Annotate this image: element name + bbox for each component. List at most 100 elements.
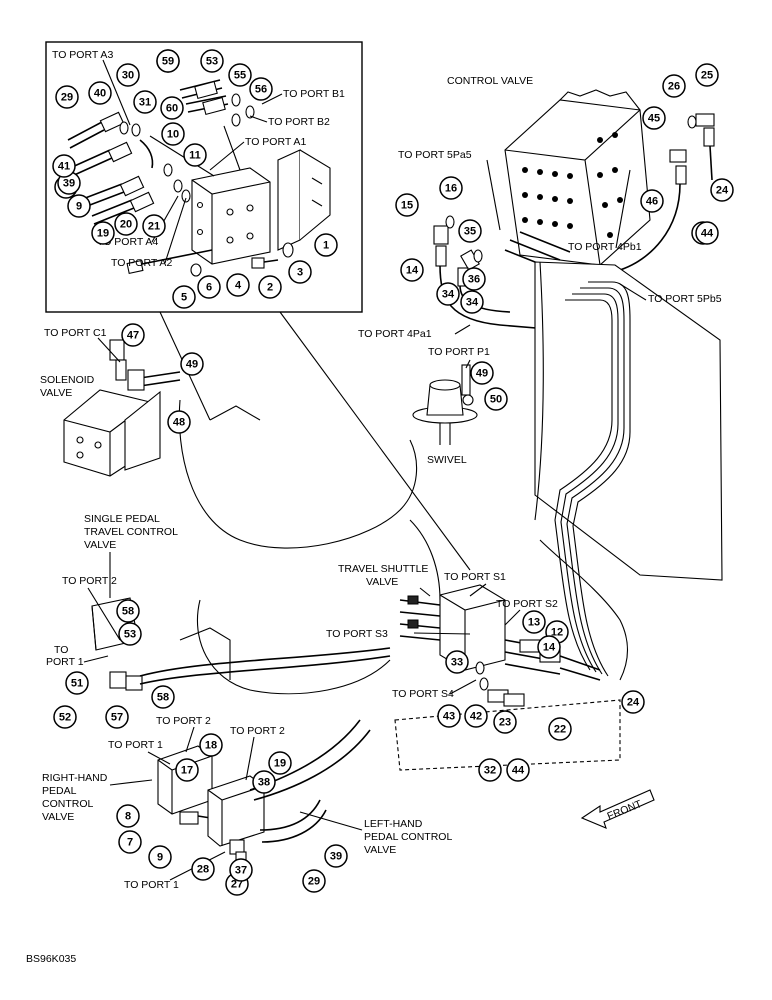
callout-number: 31 xyxy=(139,97,151,109)
label-to-port-b2: TO PORT B2 xyxy=(268,116,330,128)
drawing-id: BS96K035 xyxy=(26,953,76,965)
label-control-valve: CONTROL VALVE xyxy=(447,75,533,87)
label-right-hand-1: RIGHT-HAND xyxy=(42,772,108,784)
callout-number: 14 xyxy=(543,642,556,654)
callout-number: 8 xyxy=(125,811,131,823)
callout-number: 29 xyxy=(308,876,320,888)
callout-number: 60 xyxy=(166,103,178,115)
control-valve xyxy=(504,89,651,271)
callout-number: 52 xyxy=(59,712,71,724)
frame-plate xyxy=(534,261,723,581)
callout-number: 14 xyxy=(406,265,419,277)
callout-circle xyxy=(395,193,419,217)
callout-circle xyxy=(445,650,469,674)
front-arrow: FRONT xyxy=(580,789,655,829)
label-to-port-a1: TO PORT A1 xyxy=(245,136,306,148)
callout-number: 13 xyxy=(528,617,540,629)
callout-number: 20 xyxy=(120,219,132,231)
callout-circle xyxy=(324,844,348,868)
callout-circle xyxy=(199,733,223,757)
label-to-port-5pb5: TO PORT 5Pb5 xyxy=(648,293,722,305)
callout-circle xyxy=(484,387,508,411)
label-to-port-p1: TO PORT P1 xyxy=(428,346,490,358)
callout-circle xyxy=(400,258,424,282)
label-to-port-c1: TO PORT C1 xyxy=(44,327,107,339)
callout-number: 46 xyxy=(646,196,658,208)
callout-number: 4 xyxy=(235,280,242,292)
callout-circle xyxy=(116,804,140,828)
label-to-port-2-rh: TO PORT 2 xyxy=(156,715,211,727)
callout-circle xyxy=(167,410,191,434)
callout-number: 6 xyxy=(206,282,212,294)
callout-circle xyxy=(161,122,185,146)
callout-circle xyxy=(116,63,140,87)
callout-number: 29 xyxy=(61,92,73,104)
callout-number: 38 xyxy=(258,777,270,789)
callout-circle xyxy=(55,85,79,109)
callout-number: 39 xyxy=(330,851,342,863)
callout-circle xyxy=(151,685,175,709)
callout-number: 15 xyxy=(401,200,413,212)
callout-circle xyxy=(67,194,91,218)
callout-number: 33 xyxy=(451,657,463,669)
callout-number: 53 xyxy=(206,56,218,68)
callout-number: 34 xyxy=(466,297,479,309)
callout-circle xyxy=(458,219,482,243)
callout-number: 7 xyxy=(127,837,133,849)
callout-circle xyxy=(114,212,138,236)
callout-circle xyxy=(133,90,157,114)
callout-number: 56 xyxy=(255,84,267,96)
label-port-1-single: PORT 1 xyxy=(46,656,84,668)
callout-circle xyxy=(156,49,180,73)
callout-circle xyxy=(506,758,530,782)
callout-circle xyxy=(52,154,76,178)
label-to-port-a3: TO PORT A3 xyxy=(52,49,113,61)
label-to-port-4pb1: TO PORT 4Pb1 xyxy=(568,241,642,253)
label-left-hand-2: PEDAL CONTROL xyxy=(364,831,452,843)
left-hand-pedal-valve xyxy=(207,719,371,869)
callout-circle xyxy=(183,143,207,167)
label-single-pedal-2: TRAVEL CONTROL xyxy=(84,526,178,538)
callout-circle xyxy=(478,758,502,782)
callout-number: 21 xyxy=(148,221,160,233)
callout-number: 9 xyxy=(157,852,163,864)
callout-circle xyxy=(288,260,312,284)
callout-number: 42 xyxy=(470,711,482,723)
callout-circle xyxy=(252,770,276,794)
callout-number: 28 xyxy=(197,864,209,876)
callout-number: 41 xyxy=(58,161,70,173)
callout-circle xyxy=(121,323,145,347)
callout-circle xyxy=(548,717,572,741)
callout-circle xyxy=(53,705,77,729)
callout-circle xyxy=(180,352,204,376)
callout-number: 53 xyxy=(124,629,136,641)
label-solenoid-1: SOLENOID xyxy=(40,374,95,386)
label-swivel: SWIVEL xyxy=(427,454,467,466)
callout-circle xyxy=(258,275,282,299)
callout-number: 57 xyxy=(111,712,123,724)
callout-circle xyxy=(91,221,115,245)
callout-number: 49 xyxy=(186,359,198,371)
callout-circle xyxy=(175,758,199,782)
bolt-5 xyxy=(126,249,213,274)
callout-number: 17 xyxy=(181,765,193,777)
callout-circle xyxy=(226,273,250,297)
callout-number: 32 xyxy=(484,765,496,777)
callout-circle xyxy=(88,81,112,105)
callout-circle xyxy=(118,622,142,646)
label-to-port-s3: TO PORT S3 xyxy=(326,628,388,640)
label-left-hand-1: LEFT-HAND xyxy=(364,818,423,830)
callout-circle xyxy=(105,705,129,729)
callout-number: 5 xyxy=(181,292,187,304)
callout-circle xyxy=(695,221,719,245)
callout-number: 22 xyxy=(554,724,566,736)
callout-circle xyxy=(470,361,494,385)
leader-lines xyxy=(83,59,647,881)
callout-number: 16 xyxy=(445,183,457,195)
callout-number: 18 xyxy=(205,740,217,752)
callout-number: 49 xyxy=(476,368,488,380)
callout-circle xyxy=(229,858,253,882)
travel-shuttle-valve xyxy=(399,584,601,707)
swivel xyxy=(412,364,478,445)
